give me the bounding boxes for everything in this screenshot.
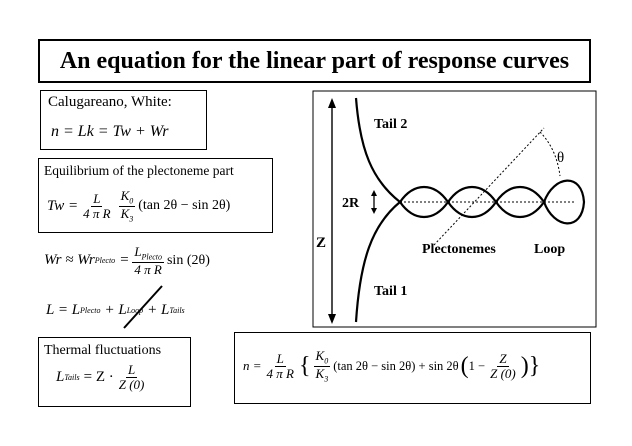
final-z-num: Z [497,351,509,367]
frac-den: 4 π R [83,205,111,221]
k3-sub: 3 [129,214,134,224]
final-k3-sub: 3 [324,374,329,384]
calugareano-heading: Calugareano, White: [48,94,172,110]
writhe-lhs: Wr ≈ Wr [44,252,95,269]
final-part1: (tan 2θ − sin 2θ) + sin 2θ [333,358,459,373]
final-one-minus: 1 − [468,358,486,373]
final-k0-sub: 0 [324,356,329,366]
theta-arc [539,131,561,177]
writhe-den: 4 π R [134,261,162,277]
close-brace: } [528,353,541,380]
close-paren: ) [520,353,529,380]
final-k0-letter: K [315,348,325,363]
tails-den: Z (0) [118,376,145,392]
lplecto-sub: Plecto [141,252,162,262]
linking-number-equation: n = Lk = Tw + Wr [51,123,169,140]
tail-2-strand [354,97,401,203]
slide-title: An equation for the linear part of respo… [38,39,591,83]
final-k3-letter: K [315,365,325,381]
angle-dotted [433,127,545,246]
tail-2-label: Tail 2 [374,117,407,132]
thermal-heading: Thermal fluctuations [44,343,162,358]
length-sub-plecto: Plecto [80,306,101,315]
z-label: Z [316,235,326,251]
tail-1-label: Tail 1 [374,284,407,299]
plectoneme-strand-b [399,186,545,218]
twist-lhs: Tw = [47,197,79,214]
z-arrow-head-top [328,98,336,108]
length-sub-tails: Tails [169,306,185,315]
sin-2theta: sin (2θ) [166,252,210,268]
equilibrium-heading: Equilibrium of the plectoneme part [44,163,234,178]
end-loop [542,179,586,225]
frac-num: L [91,191,103,207]
tan-sin-term: (tan 2θ − sin 2θ) [138,198,231,214]
length-plus-tails: + L [147,302,170,318]
plectoneme-diagram: Z 2R Tail 2 Tail 1 Plectonemes Loop θ [312,90,597,328]
k0-letter: K [120,188,130,203]
loop-label: Loop [534,242,565,257]
tails-lhs: L [56,368,65,385]
length-lhs: L = L [46,302,81,318]
length-plus-loop: + L [104,302,127,318]
plectonemes-label: Plectonemes [422,242,496,257]
plectoneme-strand-a [399,186,545,218]
k0-sub: 0 [129,196,134,206]
writhe-lhs-sub: Plecto [94,256,116,266]
final-den: 4 π R [266,365,294,381]
2r-label: 2R [342,196,360,211]
loop-cancel-slash [123,285,163,329]
length-sub-loop: Loop [126,306,144,315]
2r-arrow-bottom [371,208,377,214]
open-brace: { [299,353,311,380]
z-arrow-head-bottom [328,314,336,324]
theta-label: θ [557,150,564,166]
open-paren: ( [460,353,469,380]
final-z-den: Z (0) [490,365,516,381]
tail-1-strand [354,201,401,323]
k3-letter: K [120,205,130,221]
tails-num: L [125,362,138,378]
writhe-equals: = [119,252,130,269]
final-lhs: n = [243,358,262,374]
final-num: L [274,351,286,367]
tails-mid: = Z · [83,368,114,385]
plectoneme-equilibrium-box: Equilibrium of the plectoneme part Tw = … [38,158,273,233]
tails-lhs-sub: Tails [64,372,80,382]
calugareano-white-box: Calugareano, White: n = Lk = Tw + Wr [40,90,207,150]
lplecto-letter: L [134,244,142,259]
2r-arrow-top [371,190,377,196]
